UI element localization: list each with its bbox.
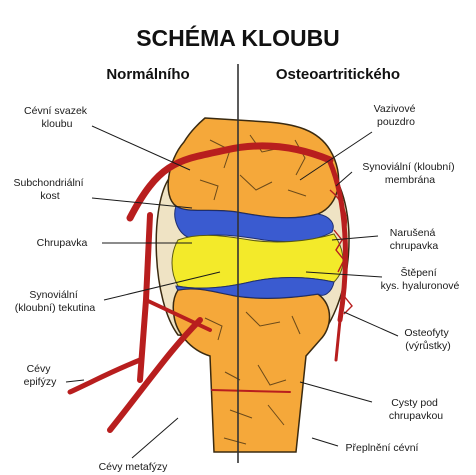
label-epiphysis-vessels: Cévy epifýzy <box>24 363 57 388</box>
heading-osteoarthritic: Osteoartritického <box>276 66 400 83</box>
label-metaphysis-vessels: Cévy metafýzy <box>99 461 169 473</box>
label-subchondral-cysts: Cysty pod chrupavkou <box>389 397 443 422</box>
upper-bone <box>168 118 338 218</box>
label-vascular-bundle: Cévní svazek kloubu <box>24 105 90 130</box>
joint-illustration <box>70 118 352 452</box>
label-synovial-fluid: Synoviální (kloubní) tekutina <box>15 289 96 314</box>
label-fibrous-capsule: Vazivové pouzdro <box>374 103 419 128</box>
labels-right: Vazivové pouzdro Synoviální (kloubní) me… <box>346 103 460 454</box>
label-damaged-cartilage: Narušená chrupavka <box>390 227 439 252</box>
label-cartilage: Chrupavka <box>37 237 88 249</box>
diagram-title: SCHÉMA KLOUBU <box>136 24 340 51</box>
heading-normal: Normálního <box>106 66 189 83</box>
label-synovial-membrane: Synoviální (kloubní) membrána <box>362 161 457 186</box>
lower-bone <box>173 289 329 452</box>
label-hyaluronic-acid-cleavage: Štěpení kys. hyaluronové <box>381 266 460 292</box>
label-osteophytes: Osteofyty (výrůstky) <box>404 327 451 352</box>
label-subchondral-bone: Subchondriální kost <box>14 177 87 202</box>
label-vascular-congestion: Přeplnění cévní <box>346 442 419 454</box>
